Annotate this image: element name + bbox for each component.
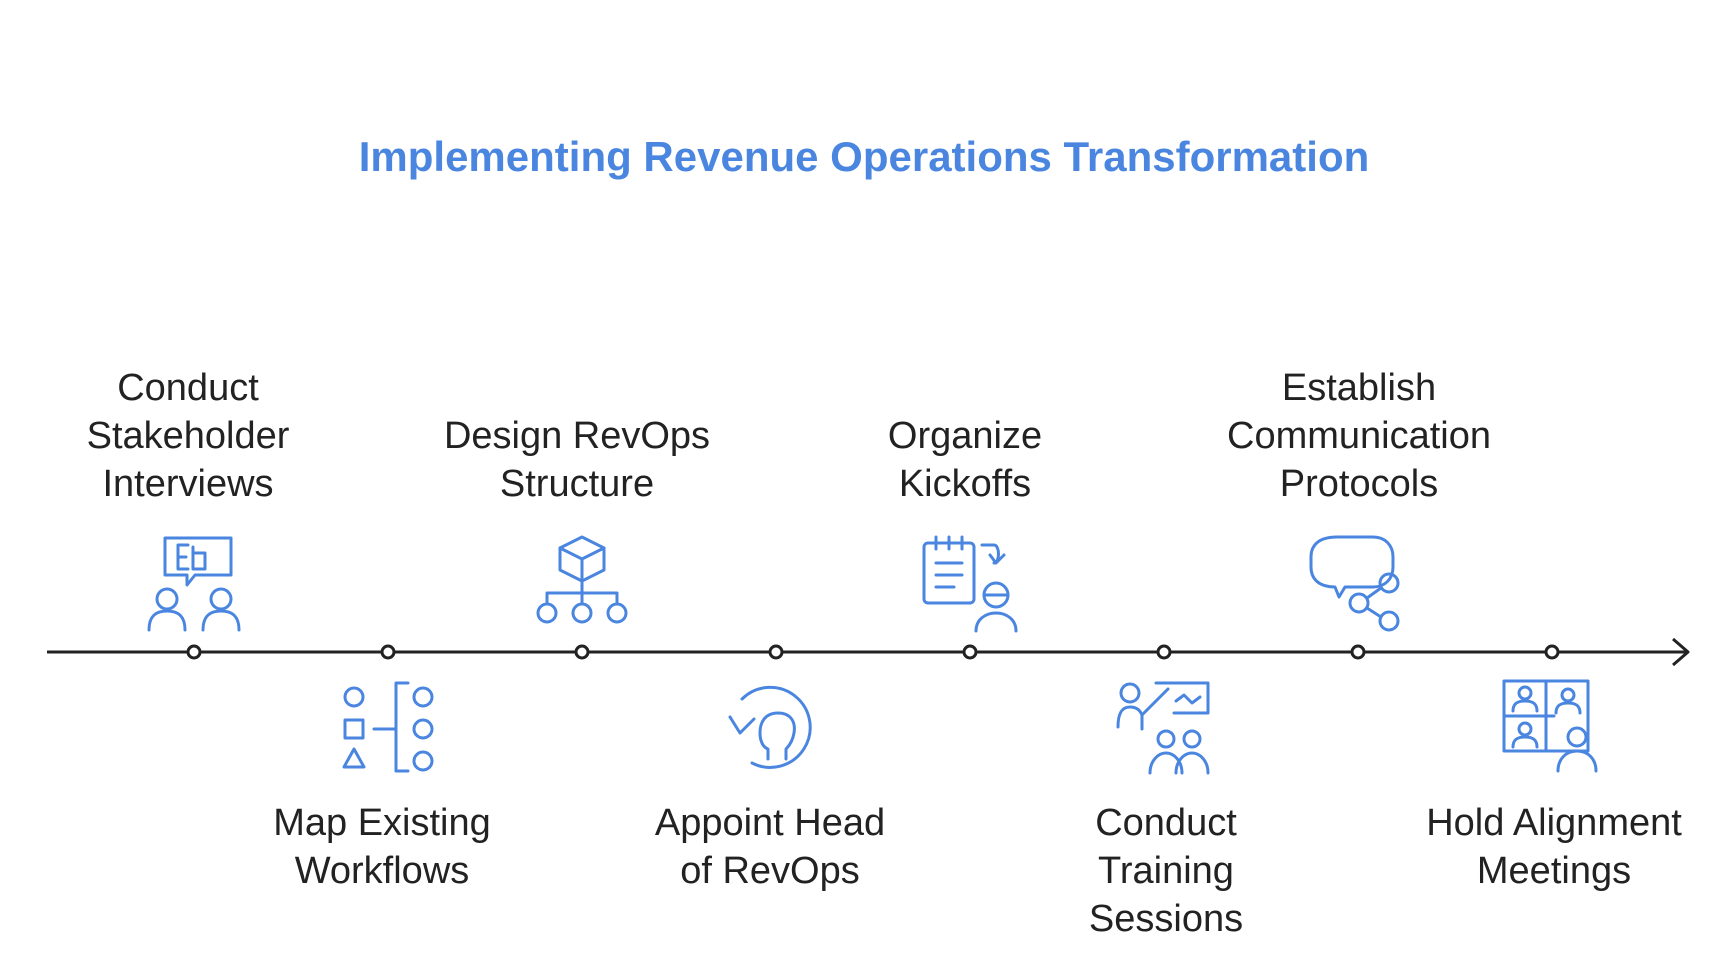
label-line: Interviews: [102, 463, 274, 505]
training-icon: [1116, 681, 1210, 775]
interview-icon: [147, 536, 241, 632]
timeline-marker: [962, 644, 978, 660]
label-line: Organize: [887, 415, 1043, 457]
label-line: Appoint Head: [654, 802, 886, 844]
label-line: Establish: [1281, 367, 1437, 409]
step-label-appoint-head-of-revops: Appoint Head of RevOps: [620, 799, 920, 895]
timeline-arrowhead: [1672, 637, 1690, 667]
step-label-conduct-training-sessions: Conduct Training Sessions: [1016, 799, 1316, 943]
appoint-person-icon: [728, 685, 812, 769]
timeline-marker: [1350, 644, 1366, 660]
timeline-marker: [1156, 644, 1172, 660]
timeline-marker: [186, 644, 202, 660]
step-label-design-revops-structure: Design RevOps Structure: [427, 412, 727, 508]
workflow-map-icon: [342, 681, 434, 773]
label-line: Training: [1098, 850, 1234, 892]
step-label-organize-kickoffs: Organize Kickoffs: [815, 412, 1115, 508]
diagram-title: Implementing Revenue Operations Transfor…: [358, 133, 1370, 180]
label-line: Map Existing: [273, 802, 491, 844]
label-line: Protocols: [1279, 463, 1439, 505]
label-line: Meetings: [1476, 850, 1632, 892]
label-line: Communication: [1227, 415, 1491, 457]
label-line: Design RevOps: [443, 415, 711, 457]
label-line: Stakeholder: [86, 415, 290, 457]
label-line: Hold Alignment: [1426, 802, 1682, 844]
label-line: Conduct: [117, 367, 259, 409]
step-label-map-existing-workflows: Map Existing Workflows: [232, 799, 532, 895]
label-line: of RevOps: [680, 850, 860, 892]
label-line: Structure: [499, 463, 655, 505]
label-line: Conduct: [1095, 802, 1237, 844]
kickoff-checklist-icon: [922, 535, 1018, 633]
label-line: Sessions: [1088, 898, 1244, 940]
timeline-marker: [574, 644, 590, 660]
label-line: Kickoffs: [898, 463, 1032, 505]
step-label-establish-communication-protocols: Establish Communication Protocols: [1209, 364, 1509, 508]
step-label-hold-alignment-meetings: Hold Alignment Meetings: [1404, 799, 1704, 895]
org-structure-icon: [536, 535, 628, 624]
timeline-marker: [1544, 644, 1560, 660]
communication-icon: [1309, 535, 1400, 632]
timeline-marker: [380, 644, 396, 660]
step-label-conduct-stakeholder-interviews: Conduct Stakeholder Interviews: [38, 364, 338, 508]
label-line: Workflows: [294, 850, 470, 892]
video-meeting-icon: [1502, 679, 1598, 773]
timeline-marker: [768, 644, 784, 660]
